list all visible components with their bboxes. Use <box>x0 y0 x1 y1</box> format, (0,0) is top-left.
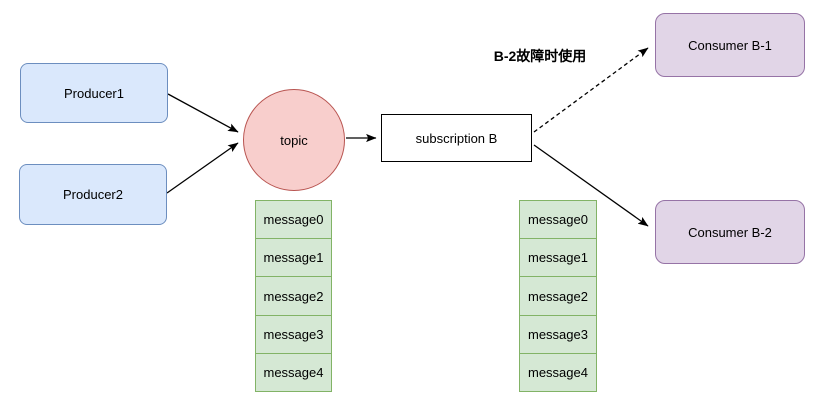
node-producer1-label: Producer1 <box>64 85 124 101</box>
arrow-subscription-to-consumer-b2 <box>533 144 649 227</box>
message-cell: message4 <box>519 352 597 393</box>
message-cell: message1 <box>519 238 597 278</box>
node-consumer-b2: Consumer B-2 <box>655 200 805 264</box>
node-topic-label: topic <box>280 132 308 148</box>
node-consumer-b2-label: Consumer B-2 <box>688 224 772 240</box>
message-cell: message0 <box>519 200 597 240</box>
arrow-producer2-to-topic <box>166 142 239 194</box>
message-cell: message2 <box>255 276 332 316</box>
node-consumer-b1-label: Consumer B-1 <box>688 37 772 53</box>
arrow-subscription-to-consumer-b1-dashed <box>533 47 649 133</box>
message-cell: message3 <box>519 314 597 354</box>
message-cell: message3 <box>255 314 332 354</box>
message-cell: message0 <box>255 200 332 240</box>
message-cell: message2 <box>519 276 597 316</box>
message-cell: message1 <box>255 238 332 278</box>
node-subscription-b: subscription B <box>381 114 532 162</box>
message-stack-under-subscription: message0 message1 message2 message3 mess… <box>519 200 597 393</box>
node-producer2-label: Producer2 <box>63 187 123 202</box>
node-topic-circle: topic <box>243 89 345 191</box>
message-stack-under-topic: message0 message1 message2 message3 mess… <box>255 200 332 393</box>
node-producer1: Producer1 <box>20 63 168 123</box>
node-subscription-b-label: subscription B <box>415 130 498 146</box>
node-producer2: Producer2 <box>19 164 167 225</box>
arrow-producer1-to-topic <box>167 93 239 133</box>
message-cell: message4 <box>255 352 332 393</box>
failover-edge-label: B-2故障时使用 <box>493 48 587 64</box>
node-consumer-b1: Consumer B-1 <box>655 13 805 77</box>
